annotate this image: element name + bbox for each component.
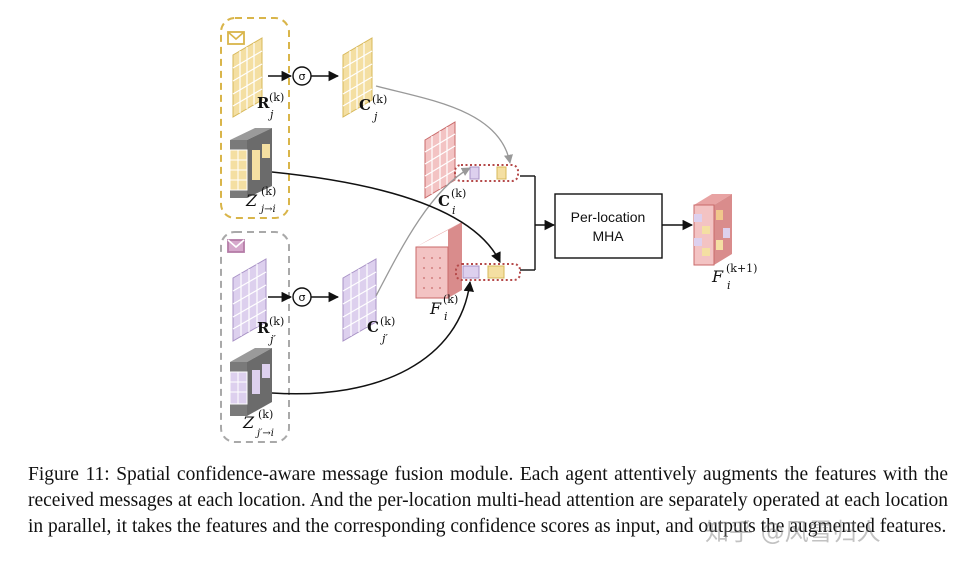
agent-j-message-box xyxy=(220,17,290,219)
svg-text:(k+1): (k+1) xyxy=(726,262,757,275)
svg-text:F: F xyxy=(429,299,442,318)
svg-text:i: i xyxy=(444,310,448,323)
per-location-mha-block: Per-location MHA xyxy=(554,193,663,259)
svg-text:j′: j′ xyxy=(379,332,388,345)
svg-text:(k): (k) xyxy=(451,187,466,200)
output-feature-map xyxy=(693,194,732,266)
feature-map-f-i xyxy=(415,222,462,299)
label-r-jprime: R (k) j′ xyxy=(257,315,284,346)
svg-text:F: F xyxy=(711,267,724,286)
bracket-to-mha xyxy=(520,175,556,271)
mha-label-line2: MHA xyxy=(592,228,624,244)
svg-text:C: C xyxy=(367,318,379,336)
svg-text:j: j xyxy=(371,110,378,123)
sigma-operator-icon: σ xyxy=(292,66,312,86)
svg-text:(k): (k) xyxy=(380,315,395,328)
svg-text:j′→i: j′→i xyxy=(255,428,274,439)
feature-cube-z-jprime xyxy=(229,348,272,416)
svg-text:j→i: j→i xyxy=(259,204,276,215)
confidence-map-c-j xyxy=(342,37,373,118)
svg-text:(k): (k) xyxy=(261,185,276,198)
svg-text:C: C xyxy=(438,192,450,210)
confidence-map-c-jprime xyxy=(342,258,377,342)
label-f-i: F (k) i xyxy=(429,293,458,323)
label-r-j: R (k) j xyxy=(257,91,284,121)
op-symbol: σ xyxy=(299,291,306,304)
svg-text:(k): (k) xyxy=(269,315,284,328)
arrow-zj-to-fi-row xyxy=(271,171,501,263)
feature-map-r-j xyxy=(232,37,263,118)
envelope-icon xyxy=(227,239,245,253)
svg-text:(k): (k) xyxy=(372,93,387,106)
svg-text:j′: j′ xyxy=(267,333,276,346)
mha-label-line1: Per-location xyxy=(571,209,646,225)
svg-text:C: C xyxy=(359,96,371,114)
label-z-jprime: Z (k) j′→i xyxy=(242,408,274,439)
svg-text:(k): (k) xyxy=(443,293,458,306)
label-c-i: C (k) i xyxy=(438,187,466,217)
feature-map-r-jprime xyxy=(232,258,267,342)
svg-text:j: j xyxy=(267,108,274,121)
svg-text:R: R xyxy=(257,94,270,112)
svg-text:R: R xyxy=(257,319,270,337)
op-symbol: σ xyxy=(299,70,306,83)
watermark: 知乎 @风雪归人 xyxy=(705,518,881,546)
figure-caption: Figure 11: Spatial confidence-aware mess… xyxy=(28,464,948,537)
feature-cube-z-j xyxy=(229,128,272,198)
svg-text:Z: Z xyxy=(245,191,258,210)
arrow-zjp-to-fi-row xyxy=(271,280,474,395)
label-z-j: Z (k) j→i xyxy=(245,185,276,215)
svg-text:(k): (k) xyxy=(269,91,284,104)
arrow-cjp-to-ci-row xyxy=(375,167,471,297)
envelope-icon xyxy=(227,31,245,45)
arrow-cj-to-ci-row xyxy=(375,85,513,164)
svg-text:i: i xyxy=(452,204,456,217)
label-c-j: C (k) j xyxy=(359,93,387,123)
confidence-map-c-i xyxy=(424,121,456,199)
label-f-output: F (k+1) i xyxy=(711,262,757,292)
label-c-jprime: C (k) j′ xyxy=(367,315,395,345)
figure-diagram: σ σ xyxy=(220,17,757,443)
svg-text:i: i xyxy=(727,279,731,292)
sigma-operator-icon: σ xyxy=(292,287,312,307)
f-i-token-row xyxy=(455,263,521,281)
c-i-token-row xyxy=(454,164,519,182)
svg-text:(k): (k) xyxy=(258,408,273,421)
svg-text:Z: Z xyxy=(242,413,255,432)
